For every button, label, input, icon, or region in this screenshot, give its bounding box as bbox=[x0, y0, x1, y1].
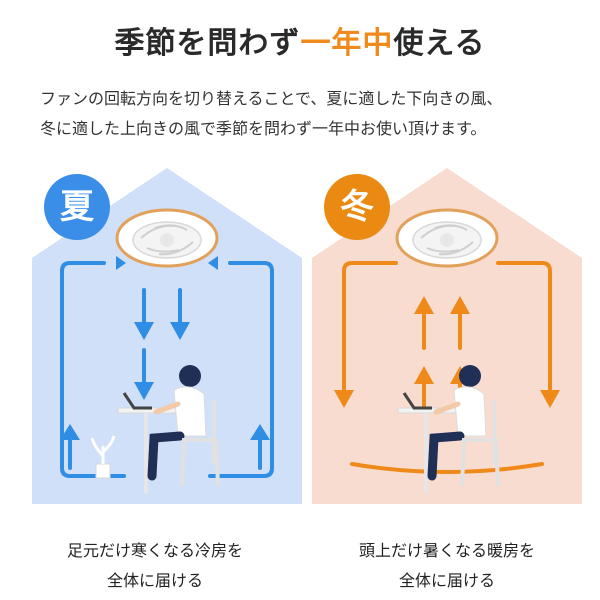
summer-house-shape bbox=[32, 168, 302, 504]
description-line-1: ファンの回転方向を切り替えることで、夏に適した下向きの風、 bbox=[40, 89, 503, 108]
page-title: 季節を問わず一年中使える bbox=[0, 18, 600, 62]
title-part-after: 使える bbox=[393, 26, 486, 61]
summer-left-top-arrowhead bbox=[116, 256, 126, 270]
winter-right-down-arrowhead bbox=[540, 390, 560, 408]
description-line-2: 冬に適した上向きの風で季節を問わず一年中お使い頂けます。 bbox=[40, 119, 487, 138]
winter-badge: 冬 bbox=[324, 174, 390, 240]
winter-up-arrowhead-3 bbox=[414, 366, 434, 384]
person-at-laptop-icon bbox=[397, 365, 500, 493]
summer-right-top-arrowhead bbox=[208, 256, 218, 270]
summer-caption-line-2: 全体に届ける bbox=[106, 571, 203, 590]
person-at-laptop-icon bbox=[117, 365, 220, 493]
summer-down-arrowhead-2 bbox=[170, 322, 190, 340]
summer-caption-line-1: 足元だけ寒くなる冷房を bbox=[66, 541, 243, 560]
summer-right-up-arrowhead bbox=[250, 424, 270, 440]
summer-down-arrowhead-3 bbox=[134, 382, 154, 400]
winter-left-loop bbox=[342, 261, 398, 396]
summer-badge: 夏 bbox=[44, 174, 110, 240]
title-part-before: 季節を問わず bbox=[114, 26, 301, 61]
winter-floor-flow bbox=[350, 462, 544, 474]
winter-panel bbox=[312, 168, 582, 504]
winter-caption-line-2: 全体に届ける bbox=[398, 571, 495, 590]
summer-caption: 足元だけ寒くなる冷房を 全体に届ける bbox=[20, 536, 290, 596]
winter-up-arrowhead-1 bbox=[414, 296, 434, 314]
summer-down-arrowhead-1 bbox=[134, 322, 154, 340]
description: ファンの回転方向を切り替えることで、夏に適した下向きの風、 冬に適した上向きの風… bbox=[40, 84, 580, 144]
summer-right-loop bbox=[208, 261, 274, 478]
summer-left-loop bbox=[60, 261, 126, 478]
title-accent: 一年中 bbox=[300, 26, 394, 61]
winter-left-down-arrowhead bbox=[334, 390, 354, 408]
winter-illustration bbox=[312, 168, 582, 504]
summer-panel bbox=[32, 168, 302, 504]
winter-caption-line-1: 頭上だけ暑くなる暖房を bbox=[358, 541, 535, 560]
winter-right-loop bbox=[496, 261, 552, 396]
summer-left-up-arrowhead bbox=[60, 424, 80, 440]
plant-icon bbox=[90, 435, 116, 479]
ceiling-fan-icon bbox=[115, 208, 219, 268]
summer-illustration bbox=[32, 168, 302, 504]
winter-house-shape bbox=[312, 168, 582, 504]
winter-caption: 頭上だけ暑くなる暖房を 全体に届ける bbox=[312, 536, 582, 596]
ceiling-fan-icon bbox=[395, 208, 499, 268]
winter-up-arrowhead-2 bbox=[450, 296, 470, 314]
